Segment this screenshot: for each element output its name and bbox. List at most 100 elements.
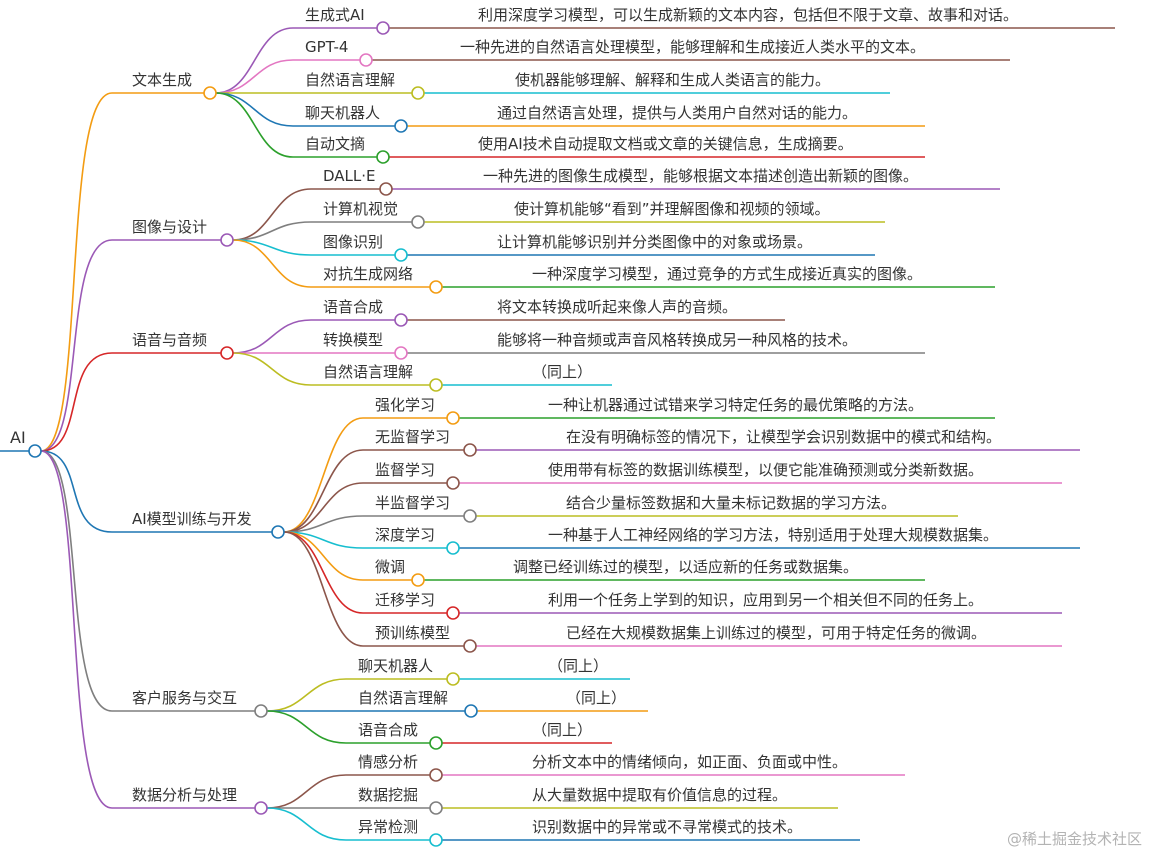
branch-label: AI模型训练与开发 [132, 510, 252, 528]
watermark: @稀土掘金技术社区 [1006, 830, 1142, 848]
leaf-node [429, 768, 443, 782]
leaf-label: 数据挖掘 [358, 786, 418, 804]
root-node [28, 444, 42, 458]
leaf-description: 通过自然语言处理，提供与人类用户自然对话的能力。 [497, 104, 857, 122]
root-label: AI [10, 428, 26, 447]
leaf-connector [266, 678, 347, 712]
leaf-node [429, 801, 443, 815]
leaf-label: 强化学习 [375, 396, 435, 414]
branch-connector [40, 239, 113, 452]
leaf-label: 预训练模型 [375, 624, 450, 642]
branch-node [220, 346, 234, 360]
leaf-label: 语音合成 [358, 721, 418, 739]
leaf-label: 聊天机器人 [305, 104, 380, 122]
leaf-node [376, 21, 390, 35]
leaf-description: 利用深度学习模型，可以生成新颖的文本内容，包括但不限于文章、故事和对话。 [478, 6, 1018, 24]
leaf-connector [215, 27, 294, 94]
leaf-description: 利用一个任务上学到的知识，应用到另一个相关但不同的任务上。 [548, 591, 983, 609]
branch-connector [40, 92, 113, 452]
leaf-node [446, 476, 460, 490]
leaf-description: 使用带有标签的数据训练模型，以便它能准确预测或分类新数据。 [548, 461, 983, 479]
leaf-connector [215, 92, 294, 127]
leaf-node [411, 215, 425, 229]
branch-node [254, 801, 268, 815]
leaf-label: 自然语言理解 [305, 71, 395, 89]
leaf-node [359, 53, 373, 67]
leaf-label: 无监督学习 [375, 428, 450, 446]
leaf-description: 在没有明确标签的情况下，让模型学会识别数据中的模式和结构。 [566, 428, 1001, 446]
leaf-node [464, 704, 478, 718]
leaf-node [376, 150, 390, 164]
leaf-description: 一种先进的图像生成模型，能够根据文本描述创造出新颖的图像。 [483, 167, 918, 185]
leaf-node [411, 573, 425, 587]
leaf-description: 从大量数据中提取有价值信息的过程。 [532, 786, 787, 804]
leaf-node [446, 411, 460, 425]
branch-connector [40, 352, 113, 452]
leaf-node [429, 736, 443, 750]
leaf-label: 转换模型 [323, 331, 383, 349]
leaf-description: 一种深度学习模型，通过竞争的方式生成接近真实的图像。 [532, 265, 922, 283]
leaf-node [394, 313, 408, 327]
leaf-description: 使机器能够理解、解释和生成人类语言的能力。 [515, 71, 830, 89]
leaf-connector [283, 482, 364, 533]
leaf-description: 让计算机能够识别并分类图像中的对象或场景。 [497, 233, 812, 251]
leaf-label: 计算机视觉 [323, 200, 398, 218]
leaf-label: DALL·E [323, 167, 376, 185]
leaf-node [411, 86, 425, 100]
leaf-description: 将文本转换成听起来像人声的音频。 [497, 298, 737, 316]
leaf-connector [232, 188, 312, 241]
leaf-node [394, 346, 408, 360]
branch-connector [40, 450, 113, 809]
leaf-label: 深度学习 [375, 526, 435, 544]
leaf-description: 使用AI技术自动提取文档或文章的关键信息，生成摘要。 [478, 135, 853, 153]
leaf-connector [232, 221, 312, 241]
branch-label: 图像与设计 [132, 218, 207, 236]
leaf-label: 语音合成 [323, 298, 383, 316]
branch-node [254, 704, 268, 718]
leaf-connector [266, 710, 347, 744]
leaf-node [429, 378, 443, 392]
branch-node [271, 525, 285, 539]
leaf-connector [283, 531, 364, 581]
leaf-label: 自动文摘 [305, 135, 365, 153]
leaf-description: （同上） [548, 657, 608, 675]
leaf-node [429, 280, 443, 294]
leaf-node [394, 248, 408, 262]
leaf-label: 生成式AI [305, 6, 365, 24]
leaf-label: 对抗生成网络 [323, 265, 413, 283]
leaf-connector [215, 92, 294, 158]
leaf-label: 图像识别 [323, 233, 383, 251]
leaf-description: （同上） [532, 363, 592, 381]
leaf-description: 识别数据中的异常或不寻常模式的技术。 [532, 818, 802, 836]
branch-label: 客户服务与交互 [132, 689, 237, 707]
leaf-description: 一种让机器通过试错来学习特定任务的最优策略的方法。 [548, 396, 923, 414]
leaf-description: 能够将一种音频或声音风格转换成另一种风格的技术。 [497, 331, 857, 349]
leaf-label: 自然语言理解 [323, 363, 413, 381]
leaf-connector [266, 774, 347, 809]
leaf-connector [283, 515, 364, 533]
leaf-node [463, 509, 477, 523]
leaf-connector [283, 449, 364, 533]
leaf-connector [283, 531, 364, 647]
leaf-connector [232, 319, 312, 354]
leaf-connector [283, 531, 364, 549]
leaf-node [463, 443, 477, 457]
leaf-connector [232, 352, 312, 386]
leaf-description: 分析文本中的情绪倾向，如正面、负面或中性。 [532, 753, 847, 771]
leaf-description: （同上） [566, 689, 626, 707]
leaf-node [463, 639, 477, 653]
branch-label: 数据分析与处理 [132, 786, 237, 804]
leaf-label: 自然语言理解 [358, 689, 448, 707]
leaf-description: 结合少量标签数据和大量未标记数据的学习方法。 [566, 494, 896, 512]
branch-node [203, 86, 217, 100]
leaf-node [394, 119, 408, 133]
leaf-node [429, 833, 443, 847]
branch-connector [40, 450, 113, 712]
leaf-connector [232, 239, 312, 288]
leaf-connector [283, 417, 364, 533]
leaf-label: 半监督学习 [375, 494, 450, 512]
leaf-label: 监督学习 [375, 461, 435, 479]
leaf-label: 情感分析 [358, 753, 418, 771]
leaf-description: （同上） [532, 721, 592, 739]
